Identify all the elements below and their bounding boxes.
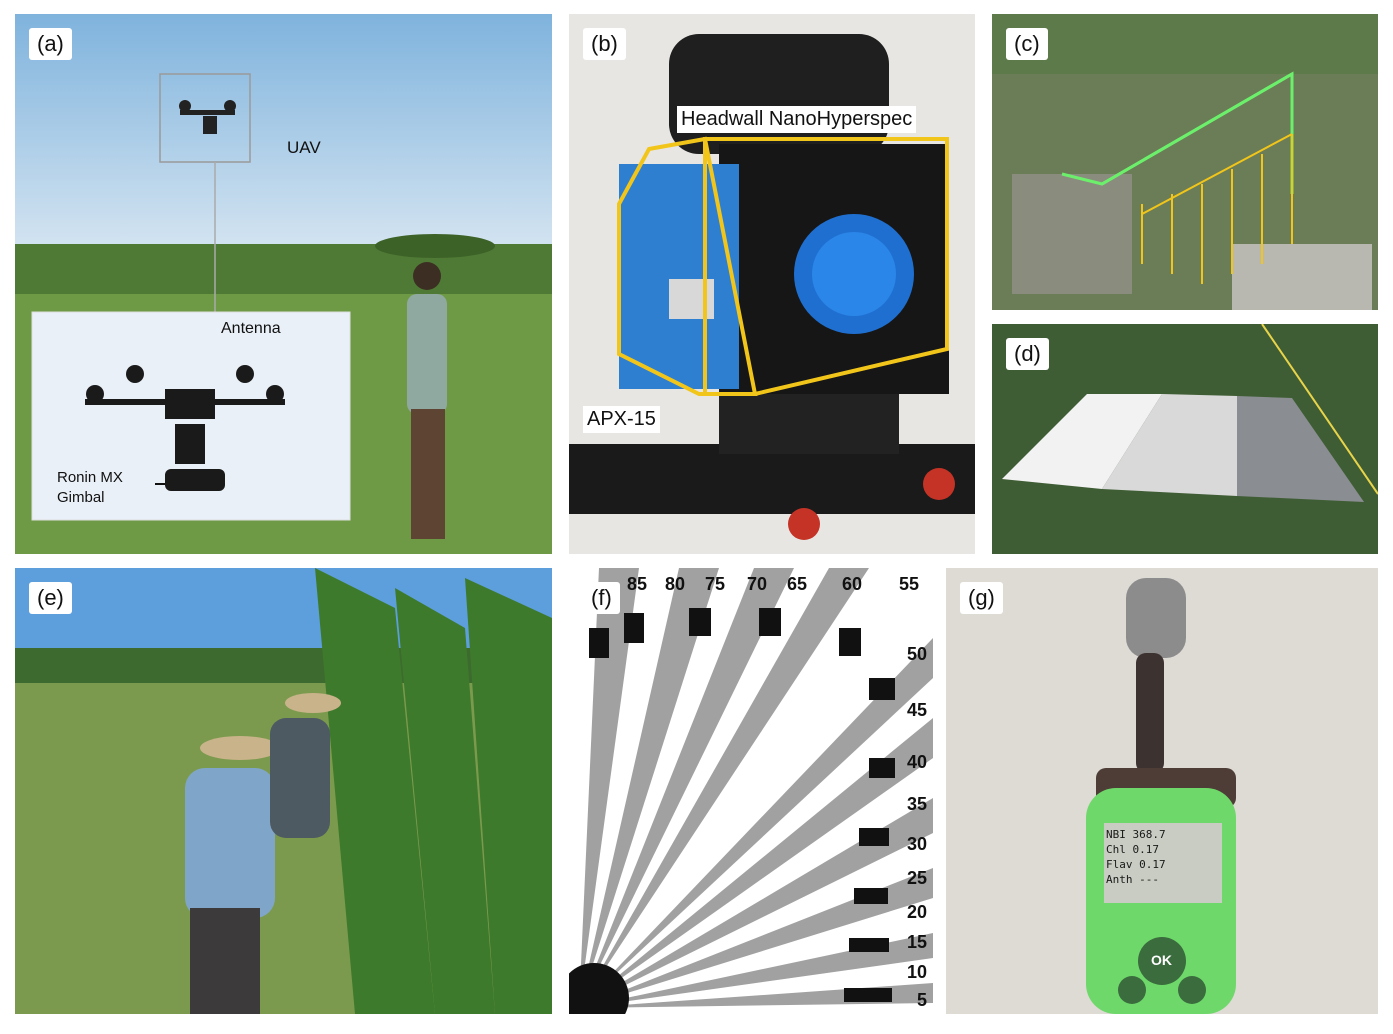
panel-d-tag: (d) bbox=[1006, 338, 1049, 370]
scale-label-15: 15 bbox=[906, 932, 927, 952]
screen-line-flav: Flav 0.17 bbox=[1106, 858, 1166, 871]
ok-button-label: OK bbox=[1151, 952, 1172, 968]
right-scale-labels: 50 45 40 35 30 25 20 15 10 5 bbox=[887, 568, 927, 1014]
panel-d-calibration-tarp-photo: (d) bbox=[992, 324, 1378, 554]
meter-screen: NBI 368.7 Chl 0.17 Flav 0.17 Anth --- bbox=[1106, 827, 1220, 887]
panel-b-camera-photo: (b) Headwall NanoHyperspec APX-15 bbox=[569, 14, 975, 554]
panel-a-uav-photo: (a) UAV Antenna Ronin MX Gimbal bbox=[15, 14, 552, 554]
panel-f-resolution-target: (f) 85 80 75 70 65 60 55 50 45 40 35 30 … bbox=[569, 568, 933, 1014]
scale-label-70: 70 bbox=[747, 574, 768, 594]
gimbal-label-line1: Ronin MX bbox=[57, 469, 123, 486]
scale-label-75: 75 bbox=[705, 574, 726, 594]
scale-label-20: 20 bbox=[906, 902, 927, 922]
scale-label-40: 40 bbox=[906, 752, 927, 772]
corn-field-sampling bbox=[15, 568, 552, 1014]
scale-label-10: 10 bbox=[906, 962, 927, 982]
panel-e-tag: (e) bbox=[29, 582, 72, 614]
scale-label-85: 85 bbox=[627, 574, 648, 594]
scale-label-30: 30 bbox=[906, 834, 927, 854]
panel-c-tag: (c) bbox=[1006, 28, 1048, 60]
panel-b-tag: (b) bbox=[583, 28, 626, 60]
scale-label-50: 50 bbox=[906, 644, 927, 664]
screen-line-nbi: NBI 368.7 bbox=[1106, 828, 1166, 841]
scale-label-5: 5 bbox=[916, 990, 927, 1010]
scale-label-35: 35 bbox=[906, 794, 927, 814]
panel-a-tag: (a) bbox=[29, 28, 72, 60]
uav-field-photo bbox=[15, 14, 552, 554]
hyperspectral-camera-photo bbox=[569, 14, 975, 554]
scale-label-55: 55 bbox=[899, 574, 920, 594]
panel-c-flight-plan-photo: (c) bbox=[992, 14, 1378, 310]
screen-line-chl: Chl 0.17 bbox=[1106, 843, 1159, 856]
scale-label-65: 65 bbox=[787, 574, 808, 594]
panel-e-field-sampling-photo: (e) bbox=[15, 568, 552, 1014]
antenna-label: Antenna bbox=[221, 320, 281, 337]
panel-f-tag: (f) bbox=[583, 582, 620, 614]
uav-label: UAV bbox=[287, 138, 321, 157]
headwall-label: Headwall NanoHyperspec bbox=[677, 106, 917, 133]
screen-line-anth: Anth --- bbox=[1106, 873, 1159, 886]
scale-label-45: 45 bbox=[906, 700, 927, 720]
scale-label-80: 80 bbox=[665, 574, 686, 594]
panel-g-tag: (g) bbox=[960, 582, 1003, 614]
panel-g-leaf-meter-photo: (g) NBI 368.7 Chl 0.17 Flav 0.17 Anth --… bbox=[946, 568, 1378, 1014]
scale-label-25: 25 bbox=[906, 868, 927, 888]
leaf-meter-device bbox=[946, 568, 1378, 1014]
aerial-flight-grid bbox=[992, 14, 1378, 310]
scale-label-60: 60 bbox=[842, 574, 863, 594]
calibration-tarp bbox=[992, 324, 1378, 554]
apx15-label: APX-15 bbox=[583, 406, 660, 433]
gimbal-label-line2: Gimbal bbox=[57, 489, 105, 506]
radial-resolution-chart bbox=[569, 568, 933, 1014]
